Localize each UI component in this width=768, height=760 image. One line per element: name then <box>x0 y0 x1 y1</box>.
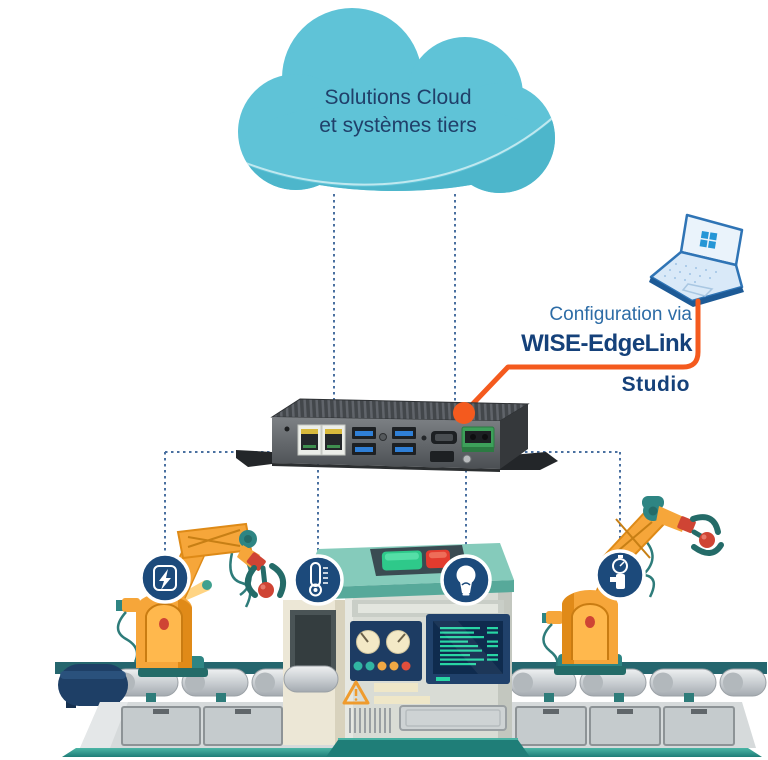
energy-badge <box>139 552 191 604</box>
terminal-screen <box>426 614 510 684</box>
displayport <box>430 451 454 462</box>
configuration-callout: Configuration via WISE-EdgeLink Studio <box>392 303 692 397</box>
gateway-machine-links <box>164 451 621 555</box>
control-machine <box>283 543 530 757</box>
machine-buttons <box>381 549 451 571</box>
gauge-panel <box>350 621 422 681</box>
cloud-label: Solutions Cloud et systèmes tiers <box>268 84 528 140</box>
lightning-bolt-icon <box>153 565 177 591</box>
ethernet-ports <box>297 424 346 456</box>
power-terminal <box>461 426 495 464</box>
brand-name: WISE-EdgeLink <box>521 330 692 357</box>
left-robot-arm <box>116 522 287 677</box>
vent-slats <box>349 708 391 733</box>
lighting-badge <box>440 554 492 606</box>
warning-triangle-icon <box>342 680 370 705</box>
light-bulb-icon <box>456 565 476 596</box>
usb-ports <box>352 427 416 455</box>
cloud-shape <box>238 8 555 193</box>
cloud-label-line1: Solutions Cloud <box>324 86 472 109</box>
callout-connector <box>463 298 701 414</box>
hdmi-port <box>431 431 457 444</box>
cloud-label-line2: et systèmes tiers <box>319 114 477 137</box>
cloud-gateway-links <box>333 194 456 403</box>
gateway-device <box>236 398 558 472</box>
conveyor-drum <box>58 664 128 708</box>
thermometer-icon <box>309 562 328 597</box>
pressure-gauge-icon <box>610 555 628 589</box>
pressure-badge <box>594 549 646 601</box>
brand-suffix: Studio <box>621 373 690 396</box>
windows-logo-icon <box>699 231 718 249</box>
right-robot-arm <box>542 496 724 675</box>
laptop-icon <box>649 213 744 307</box>
callout-prefix: Configuration via <box>549 304 692 325</box>
callout-anchor-dot <box>453 402 475 424</box>
temperature-badge <box>292 554 344 606</box>
